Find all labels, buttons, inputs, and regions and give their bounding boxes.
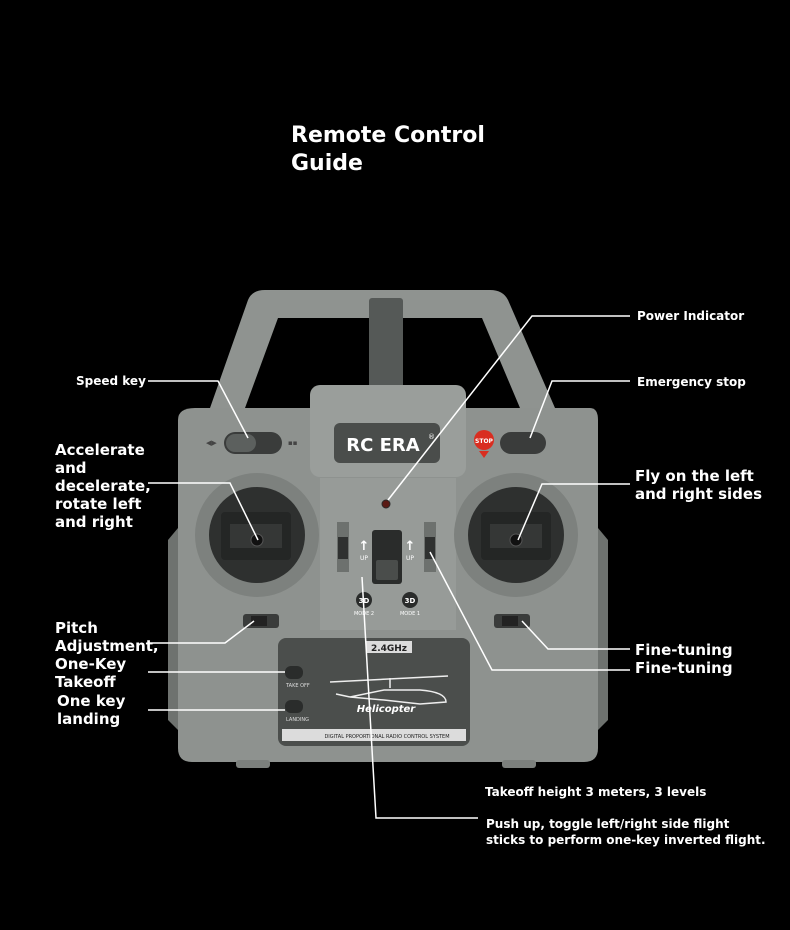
callout-accelerate [148, 482, 259, 541]
brand-plate [334, 423, 440, 463]
emergency-stop-button[interactable] [500, 432, 546, 454]
label-pitch: Pitch Adjustment, One-Key Takeoff [55, 619, 159, 691]
label-fine2: Fine-tuning [635, 659, 733, 677]
callout-speed-key [148, 380, 249, 439]
landing-button-label: LANDING [286, 717, 309, 723]
right-vertical-trim[interactable] [425, 537, 435, 559]
stop-text: STOP [475, 438, 494, 445]
arrow-up-icon: ↑ [405, 539, 416, 554]
slow-speed-icon: ◀▶ [206, 439, 217, 447]
antenna [369, 298, 403, 388]
fast-speed-icon: ▪▪ [288, 439, 298, 447]
brand-mark: ® [428, 433, 435, 441]
page-title: Remote Control Guide [291, 123, 485, 176]
callout-fly-sides [517, 483, 630, 541]
helicopter-icon [329, 675, 449, 705]
callout-pitch [148, 620, 255, 644]
system-label: DIGITAL PROPORTIONAL RADIO CONTROL SYSTE… [324, 734, 449, 740]
callout-emergency [529, 380, 630, 439]
arrow-up-icon: ↑ [359, 539, 370, 554]
left-vertical-trim[interactable] [338, 537, 348, 559]
power-indicator [381, 499, 391, 509]
label-fly-sides: Fly on the left and right sides [635, 467, 763, 503]
callout-fine1 [521, 620, 630, 650]
up-label-right: UP [406, 555, 414, 562]
label-takeoff-height: Takeoff height 3 meters, 3 levels [485, 785, 707, 799]
callout-fine2 [429, 551, 630, 671]
stop-icon [474, 430, 494, 450]
up-label-left: UP [360, 555, 368, 562]
label-fine1: Fine-tuning [635, 641, 733, 659]
label-speed-key: Speed key [76, 374, 146, 388]
mode1-badge-icon [402, 592, 418, 608]
callout-push-up [361, 576, 478, 819]
label-landing: One key landing [57, 692, 126, 728]
brand-name: RC ERA [346, 435, 419, 456]
frequency-label: 2.4GHz [371, 644, 407, 654]
landing-button[interactable] [285, 700, 303, 713]
takeoff-button[interactable] [285, 666, 303, 679]
product-label: Helicopter [357, 704, 417, 715]
label-push-up: Push up, toggle left/right side flight s… [486, 817, 766, 847]
callout-power [387, 315, 630, 501]
mode1-label: MODE 1 [400, 611, 420, 617]
label-emergency: Emergency stop [637, 375, 746, 389]
mode1-badge: 3D [405, 597, 416, 605]
left-stick[interactable] [250, 533, 264, 547]
label-power: Power Indicator [637, 309, 745, 323]
takeoff-button-label: TAKE OFF [285, 683, 310, 689]
label-accelerate: Accelerate and decelerate, rotate left a… [55, 441, 151, 531]
